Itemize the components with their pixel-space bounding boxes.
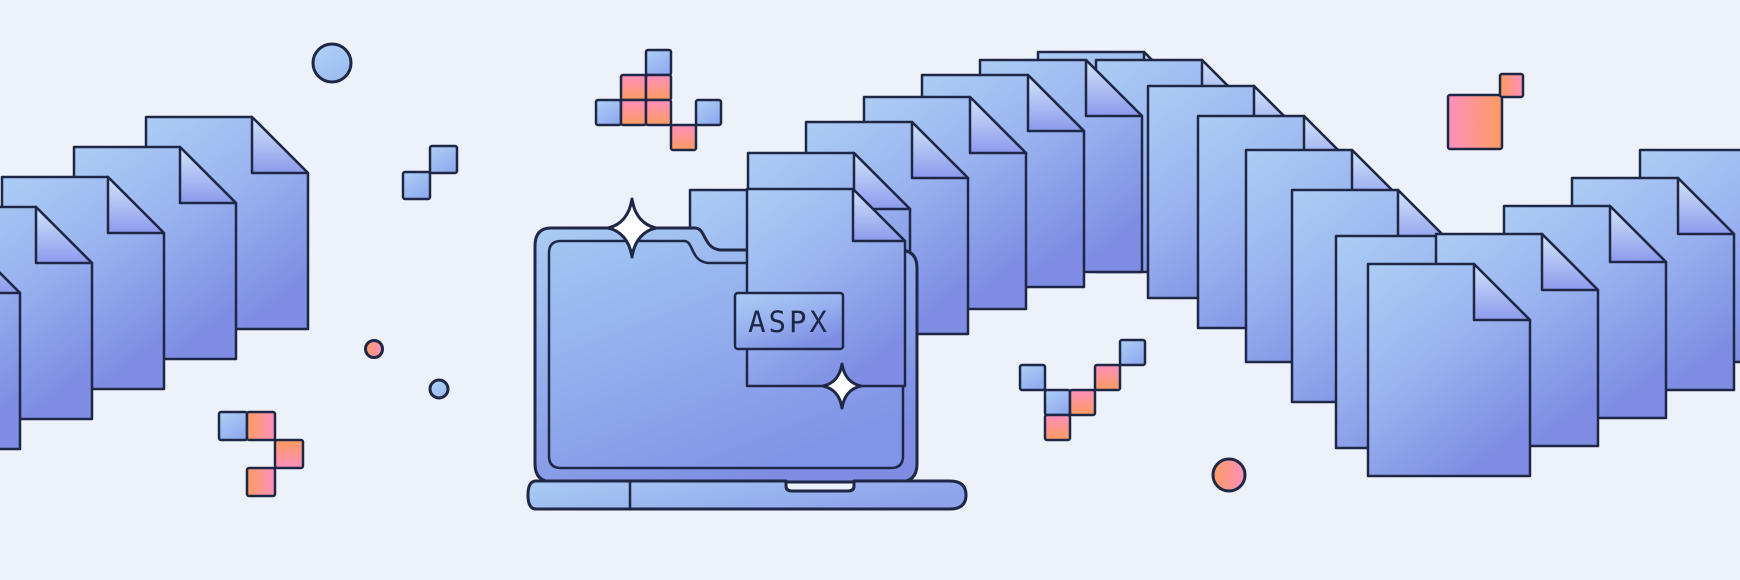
document-fold-icon (1026, 73, 1086, 133)
pixel-square (245, 466, 277, 498)
aspx-document-fold-icon (851, 187, 907, 243)
document-fold-icon (1472, 262, 1532, 322)
pixel-square (1043, 413, 1072, 442)
document-fold-icon (1608, 204, 1668, 264)
pixel-square (428, 144, 459, 175)
document-fold-icon (178, 145, 238, 205)
sparkle-icon (821, 362, 863, 410)
pixel-square (1043, 388, 1072, 417)
pixel-square (644, 98, 673, 127)
aspx-document-icon: ASPX (733, 187, 907, 388)
document-page (0, 271, 22, 451)
pixel-square (619, 98, 648, 127)
document-fold-icon (1084, 58, 1144, 118)
document-fold-icon (250, 115, 310, 175)
sparkle-icon (606, 197, 658, 259)
pixel-square (594, 98, 623, 127)
pixel-cluster-left (217, 410, 305, 498)
circle-dot (364, 339, 384, 359)
circle-dot (428, 378, 450, 400)
pixel-square (619, 73, 648, 102)
document-fold-icon (34, 205, 94, 265)
pixel-cluster-topright (1446, 72, 1525, 151)
pixel-square (1498, 72, 1525, 99)
circle-dot (311, 42, 353, 84)
document-icon (1366, 262, 1532, 478)
pixel-square (694, 98, 723, 127)
laptop-base (526, 479, 968, 511)
document-stacks (0, 50, 1740, 478)
decorations (217, 42, 1525, 498)
file-type-label: ASPX (748, 305, 830, 339)
pixel-cluster-middle (1018, 338, 1147, 442)
circle-dot (1211, 457, 1247, 493)
pixel-square (245, 410, 277, 442)
pixel-cluster-top (594, 48, 723, 152)
pixel-square (217, 410, 249, 442)
pixel-square (1093, 363, 1122, 392)
pixel-square (644, 48, 673, 77)
pixel-square (1118, 338, 1147, 367)
document-fold-icon (106, 175, 166, 235)
file-type-badge (733, 291, 845, 351)
pixel-pair-left (401, 144, 459, 201)
document-icon (0, 271, 22, 451)
pixel-square (273, 438, 305, 470)
document-fold-icon (1540, 232, 1600, 292)
pixel-square (1018, 363, 1047, 392)
document-fold-icon (0, 271, 22, 295)
pixel-square (644, 73, 673, 102)
pixel-square (401, 170, 432, 201)
document-fold-icon (852, 151, 912, 211)
document-icon (0, 205, 94, 421)
pixel-square (669, 123, 698, 152)
document-fold-icon (968, 95, 1028, 155)
pixel-square (1446, 93, 1504, 151)
document-fold-icon (1676, 176, 1736, 236)
pixel-square (1068, 388, 1097, 417)
document-fold-icon (910, 120, 970, 180)
